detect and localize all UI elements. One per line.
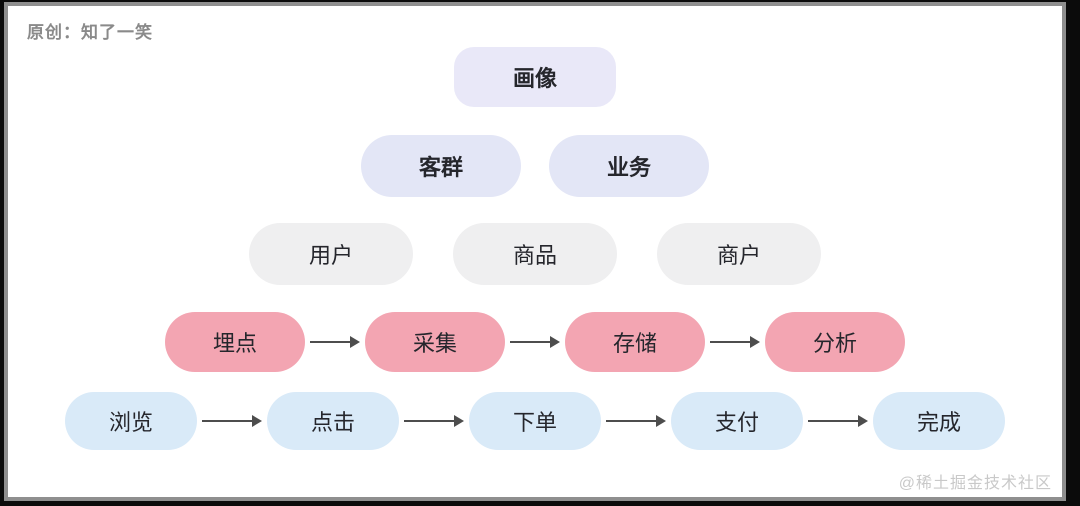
arrow-right-icon	[399, 415, 469, 427]
row-profile-layer: 画像	[8, 47, 1062, 107]
arrow-right-icon	[803, 415, 873, 427]
node-profile: 画像	[454, 47, 616, 107]
arrow-right-icon	[705, 336, 765, 348]
arrow-head	[750, 336, 760, 348]
arrow-right-icon	[601, 415, 671, 427]
arrow-head	[350, 336, 360, 348]
node-payment: 支付	[671, 392, 803, 450]
arrow-shaft	[404, 420, 454, 422]
row-entity-layer: 用户 商品 商户	[8, 223, 1062, 285]
node-customer-group: 客群	[361, 135, 521, 197]
node-browse: 浏览	[65, 392, 197, 450]
node-place-order: 下单	[469, 392, 601, 450]
attribution-text: 原创：知了一笑	[27, 23, 153, 42]
node-click: 点击	[267, 392, 399, 450]
row-data-pipeline: 埋点 采集 存储 分析	[8, 312, 1062, 372]
row-user-journey: 浏览 点击 下单 支付 完成	[8, 392, 1062, 450]
node-product: 商品	[453, 223, 617, 285]
arrow-shaft	[310, 341, 350, 343]
arrow-shaft	[710, 341, 750, 343]
node-complete: 完成	[873, 392, 1005, 450]
arrow-shaft	[606, 420, 656, 422]
arrow-head	[454, 415, 464, 427]
row-segment-layer: 客群 业务	[8, 135, 1062, 197]
arrow-right-icon	[305, 336, 365, 348]
arrow-head	[656, 415, 666, 427]
node-collection: 采集	[365, 312, 505, 372]
node-user: 用户	[249, 223, 413, 285]
arrow-head	[550, 336, 560, 348]
arrow-shaft	[510, 341, 550, 343]
arrow-head	[858, 415, 868, 427]
arrow-head	[252, 415, 262, 427]
node-merchant: 商户	[657, 223, 821, 285]
arrow-right-icon	[505, 336, 565, 348]
node-tracking: 埋点	[165, 312, 305, 372]
arrow-right-icon	[197, 415, 267, 427]
node-storage: 存储	[565, 312, 705, 372]
arrow-shaft	[808, 420, 858, 422]
arrow-shaft	[202, 420, 252, 422]
node-business: 业务	[549, 135, 709, 197]
node-analysis: 分析	[765, 312, 905, 372]
watermark-text: @稀土掘金技术社区	[898, 475, 1052, 492]
diagram-canvas: 原创：知了一笑 画像 客群 业务 用户 商品 商户 埋点 采集	[4, 2, 1066, 501]
